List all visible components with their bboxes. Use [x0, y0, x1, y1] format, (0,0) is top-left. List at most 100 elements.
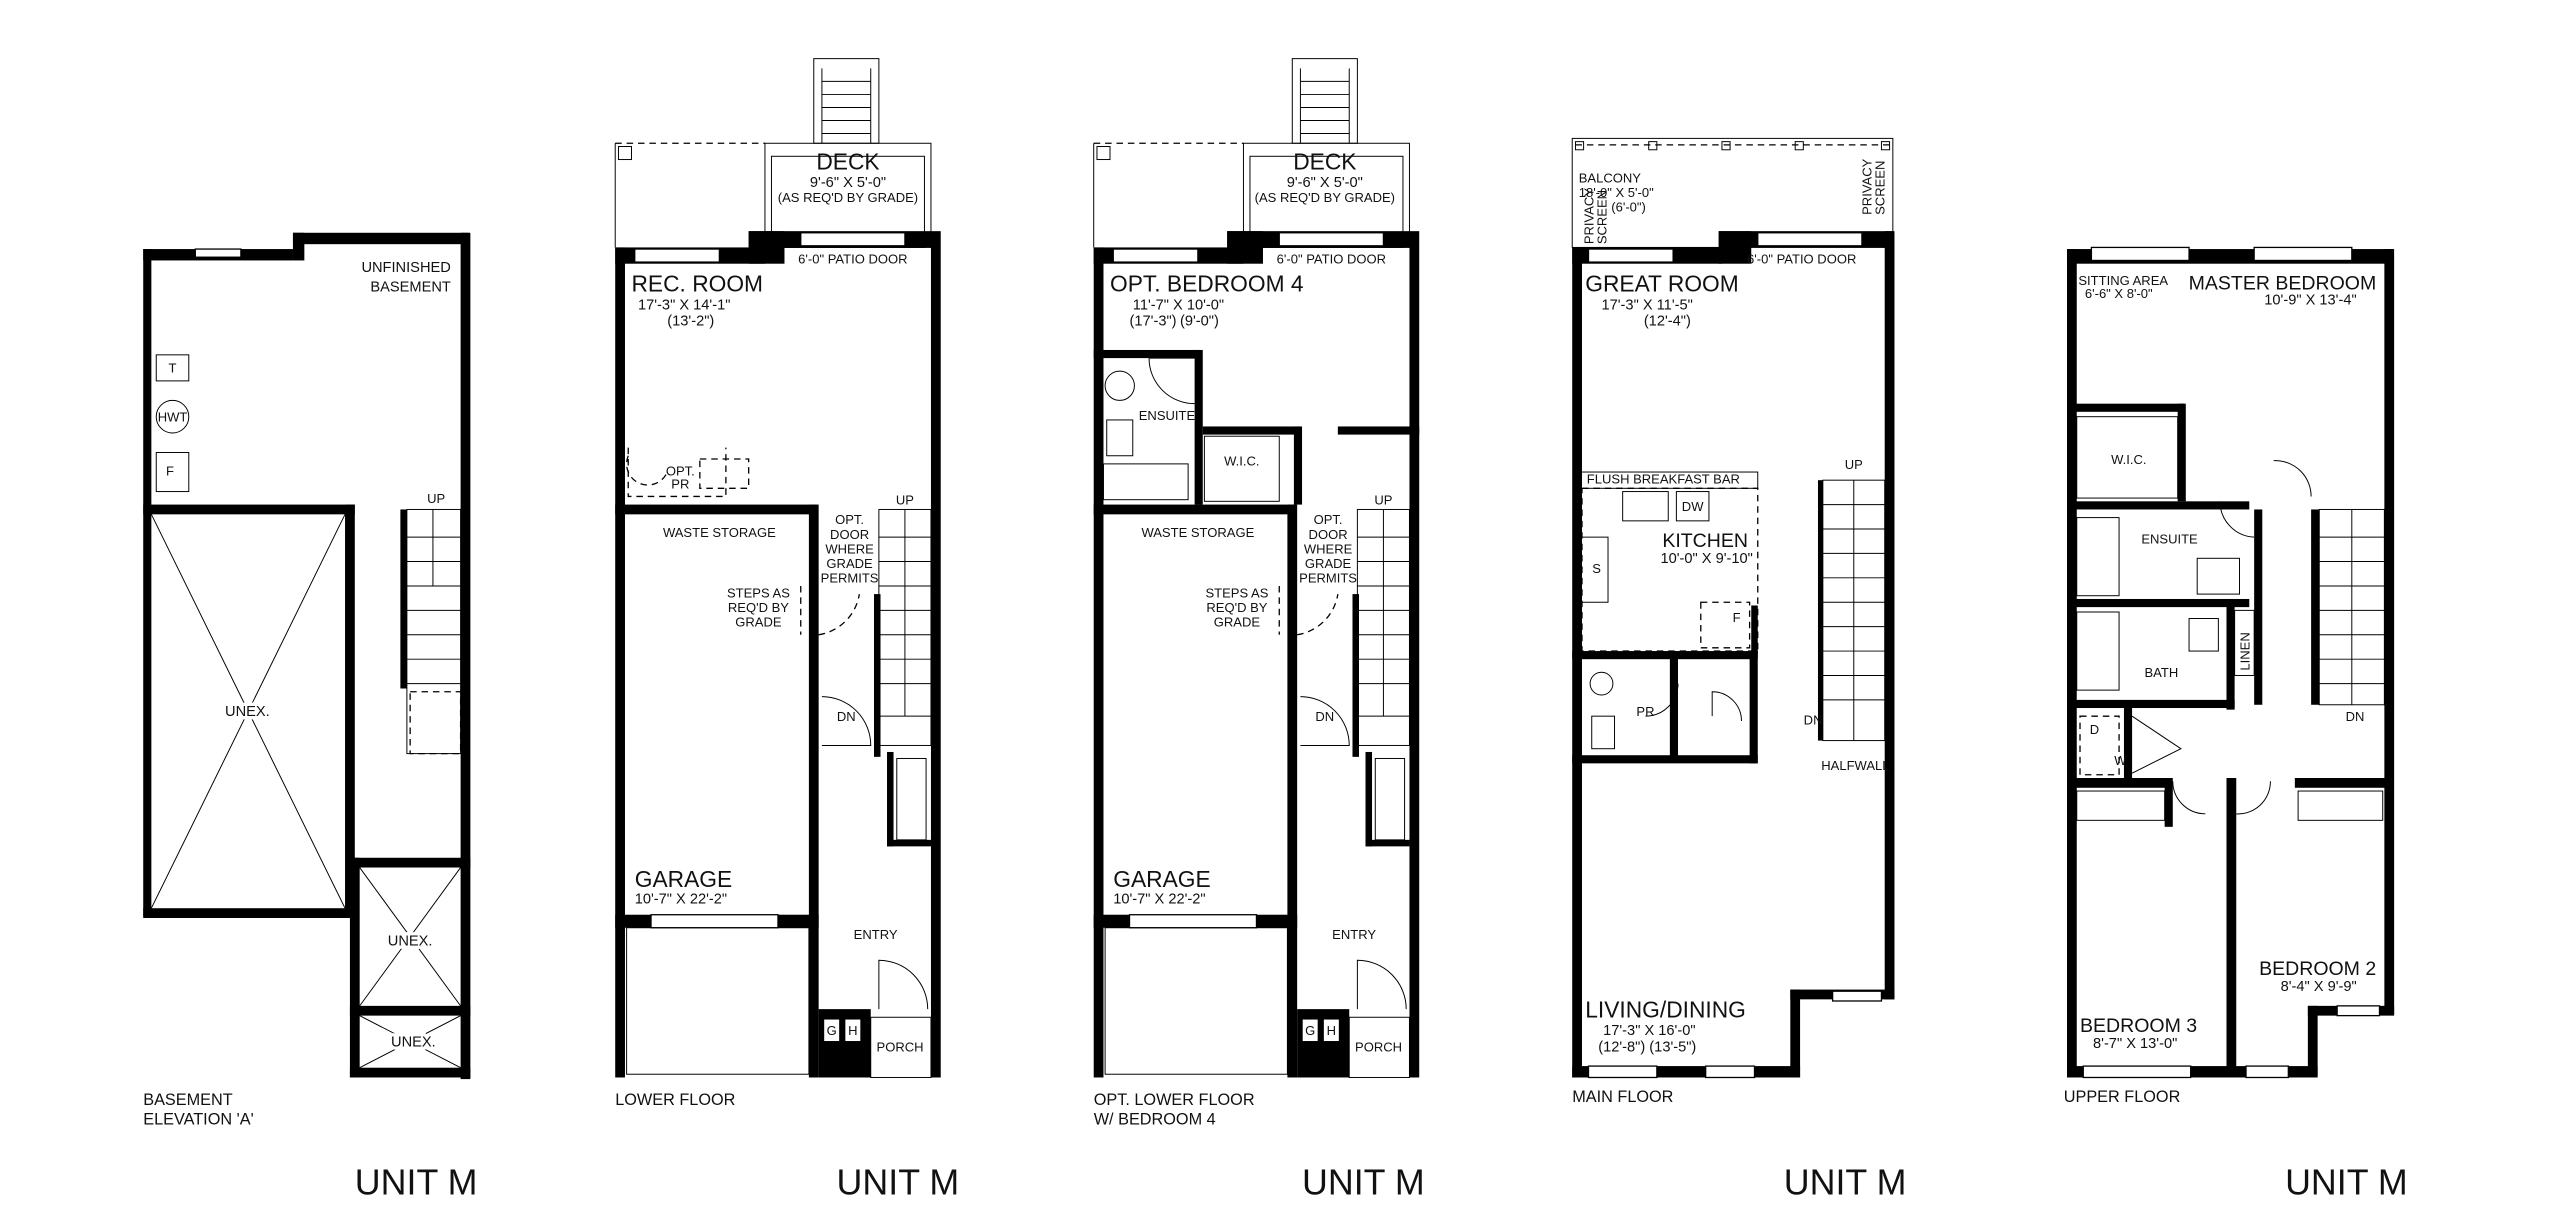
dishwasher-label: DW — [1682, 499, 1704, 514]
rec-room-dims: 17'-3" X 14'-1" — [638, 297, 730, 313]
living-dining-alt: (12'-8") (13'-5") — [1598, 1039, 1696, 1055]
bedroom2-dims: 8'-4" X 9'-9" — [2281, 979, 2357, 995]
gas-meter-label: G — [1305, 1023, 1315, 1038]
plan-caption-main: MAIN FLOOR — [1572, 1088, 1673, 1106]
deck-note: (AS REQ'D BY GRADE) — [1255, 190, 1395, 205]
entry-label: ENTRY — [854, 927, 898, 942]
opt-pr-line2: PR — [671, 476, 689, 491]
stove-label: S — [1592, 561, 1601, 576]
porch-label: PORCH — [1355, 1039, 1402, 1054]
balcony-alt: (6'-0") — [1611, 200, 1646, 215]
privacy-screen-left-2: SCREEN — [1594, 190, 1609, 244]
bedroom4-alt2: (9'-0") — [1180, 314, 1219, 330]
plan-caption-basement: BASEMENT — [143, 1091, 233, 1109]
stair-dn-label: DN — [1804, 712, 1823, 727]
deck-dims: 9'-6" X 5'-0" — [1287, 175, 1363, 191]
rec-room-alt: (13'-2") — [667, 314, 714, 330]
bedroom3-dims: 8'-7" X 13'-0" — [2093, 1036, 2177, 1052]
breakfast-bar-label: FLUSH BREAKFAST BAR — [1587, 471, 1740, 486]
unit-title: UNIT M — [355, 1163, 478, 1203]
stair-up-label: UP — [427, 491, 445, 506]
plan-main-floor: BALCONY 18'-0" X 5'-0" (6'-0") PRIVACY S… — [1571, 137, 1906, 1203]
opt-door-line1: OPT. — [1314, 512, 1343, 527]
stair-up-label: UP — [1845, 457, 1863, 472]
porch-label: PORCH — [877, 1039, 924, 1054]
wic-label: W.I.C. — [1224, 454, 1259, 469]
patio-door-label: 6'-0" PATIO DOOR — [1277, 252, 1386, 267]
ensuite-label: ENSUITE — [1139, 408, 1196, 423]
great-room-alt: (12'-4") — [1644, 314, 1691, 330]
unit-title: UNIT M — [2285, 1163, 2408, 1203]
unit-title: UNIT M — [837, 1163, 960, 1203]
fixture-f-label: F — [166, 463, 174, 478]
master-bedroom-name: MASTER BEDROOM — [2189, 273, 2377, 295]
ensuite-label: ENSUITE — [2141, 532, 2198, 547]
opt-door-line5: PERMITS — [821, 571, 879, 586]
privacy-screen-left-1: PRIVACY — [1581, 188, 1596, 244]
living-dining-dims: 17'-3" X 16'-0" — [1603, 1023, 1695, 1039]
opt-door-line3: WHERE — [825, 541, 874, 556]
fridge-label: F — [1733, 610, 1741, 625]
opt-door-line2: DOOR — [1309, 527, 1348, 542]
plan-caption-lower: LOWER FLOOR — [615, 1091, 735, 1109]
plan-basement: T HWT F UP UNFINISHED BASEMENT UNEX. UNE… — [143, 232, 478, 1203]
steps-line1: STEPS AS — [1205, 585, 1268, 600]
living-dining-name: LIVING/DINING — [1585, 996, 1746, 1022]
toilet-fixture-box — [155, 354, 190, 382]
linen-label: LINEN — [2237, 632, 2252, 670]
rec-room-name: REC. ROOM — [631, 270, 763, 296]
hydro-meter-label: H — [848, 1023, 857, 1038]
deck-name: DECK — [816, 148, 879, 174]
opt-door-line4: GRADE — [826, 556, 873, 571]
room-unex-mid: UNEX. — [388, 934, 433, 950]
opt-pr-line1: OPT. — [666, 463, 695, 478]
plan-caption-bedroom4: W/ BEDROOM 4 — [1094, 1111, 1216, 1129]
garage-dims: 10'-7" X 22'-2" — [635, 891, 727, 907]
stair-dn-label: DN — [837, 709, 856, 724]
room-unfinished-line1: UNFINISHED — [361, 260, 450, 276]
opt-door-line5: PERMITS — [1299, 571, 1357, 586]
room-unex-large: UNEX. — [225, 704, 270, 720]
steps-line2: REQ'D BY — [728, 600, 789, 615]
stair-up-label: UP — [896, 493, 914, 508]
washer-label: W — [2114, 753, 2127, 768]
stair-dn-label: DN — [2346, 709, 2365, 724]
balcony-dims: 18'-0" X 5'-0" — [1579, 185, 1654, 200]
bedroom4-dims: 11'-7" X 10'-0" — [1133, 297, 1224, 313]
opt-door-line3: WHERE — [1304, 541, 1353, 556]
opt-door-line1: OPT. — [835, 512, 864, 527]
fixture-hwt-label: HWT — [158, 410, 188, 425]
plan-opt-lower-floor: ENSUITE W.I.C. DECK 9'-6" X 5'-0" (AS RE… — [1092, 57, 1425, 1203]
patio-door-label: 6'-0" PATIO DOOR — [1747, 252, 1856, 267]
kitchen-dims: 10'-0" X 9'-10" — [1660, 551, 1752, 567]
plan-caption-elevation: ELEVATION 'A' — [143, 1111, 253, 1129]
plan-caption-upper: UPPER FLOOR — [2064, 1088, 2181, 1106]
powder-room-label: PR — [1636, 704, 1654, 719]
bath-label: BATH — [2145, 665, 2179, 680]
bedroom4-name: OPT. BEDROOM 4 — [1110, 270, 1304, 296]
deck-note: (AS REQ'D BY GRADE) — [778, 190, 918, 205]
privacy-screen-right-1: PRIVACY — [1860, 158, 1875, 214]
bedroom3-name: BEDROOM 3 — [2080, 1015, 2197, 1037]
gas-meter-label: G — [827, 1023, 837, 1038]
privacy-screen-right-2: SCREEN — [1873, 161, 1888, 215]
waste-storage-label: WASTE STORAGE — [1141, 525, 1254, 540]
dryer-label: D — [2090, 722, 2099, 737]
sitting-area-dims: 6'-6" X 8'-0" — [2085, 286, 2153, 301]
patio-door-label: 6'-0" PATIO DOOR — [798, 252, 907, 267]
steps-line3: GRADE — [1214, 615, 1261, 630]
sitting-area-name: SITTING AREA — [2078, 273, 2168, 288]
master-bedroom-dims: 10'-9" X 13'-4" — [2264, 292, 2356, 308]
great-room-name: GREAT ROOM — [1585, 270, 1738, 296]
great-room-dims: 17'-3" X 11'-5" — [1602, 297, 1693, 313]
halfwall-label: HALFWALL — [1821, 758, 1889, 773]
deck-dims: 9'-6" X 5'-0" — [810, 175, 886, 191]
bedroom2-name: BEDROOM 2 — [2259, 958, 2376, 980]
plan-lower-floor: DECK 9'-6" X 5'-0" (AS REQ'D BY GRADE) 6… — [614, 57, 960, 1203]
opt-door-line4: GRADE — [1305, 556, 1352, 571]
unit-title: UNIT M — [1302, 1163, 1425, 1203]
steps-line1: STEPS AS — [727, 585, 790, 600]
wic-label: W.I.C. — [2111, 452, 2146, 467]
balcony-name: BALCONY — [1579, 170, 1642, 185]
